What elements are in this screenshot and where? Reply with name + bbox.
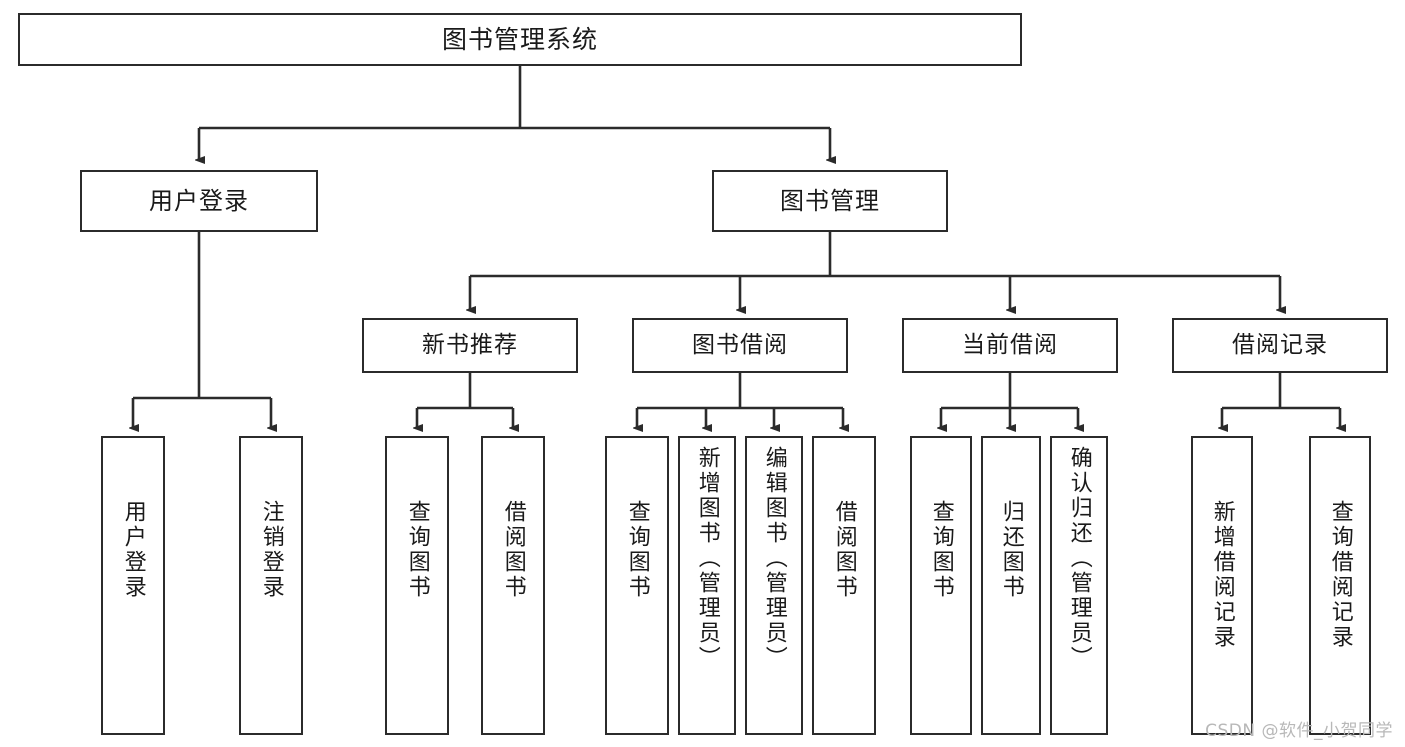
node-label: 归还图书 [998, 500, 1024, 600]
leaf-borrow-borrow-book[interactable]: 借阅图书 [812, 436, 876, 735]
node-label: 新书推荐 [422, 332, 518, 359]
node-label: 借阅记录 [1232, 332, 1328, 359]
node-user-login[interactable]: 用户登录 [80, 170, 318, 232]
node-label: 借阅图书 [500, 500, 526, 600]
node-new-book-recommend[interactable]: 新书推荐 [362, 318, 578, 373]
leaf-recommend-query-book[interactable]: 查询图书 [385, 436, 449, 735]
node-current-borrow[interactable]: 当前借阅 [902, 318, 1118, 373]
leaf-current-return-book[interactable]: 归还图书 [981, 436, 1041, 735]
leaf-user-login[interactable]: 用户登录 [101, 436, 165, 735]
node-label: 查询图书 [404, 500, 430, 600]
node-label: 用户登录 [120, 500, 146, 600]
leaf-borrow-add-book[interactable]: 新增图书（管理员） [678, 436, 736, 735]
leaf-borrow-query-book[interactable]: 查询图书 [605, 436, 669, 735]
node-root-system[interactable]: 图书管理系统 [18, 13, 1022, 66]
node-book-management[interactable]: 图书管理 [712, 170, 948, 232]
node-label: 新增图书（管理员） [694, 446, 720, 671]
node-label: 查询图书 [928, 500, 954, 600]
node-label: 查询图书 [624, 500, 650, 600]
node-label: 注销登录 [258, 500, 284, 600]
leaf-borrow-edit-book[interactable]: 编辑图书（管理员） [745, 436, 803, 735]
node-label: 图书管理 [780, 187, 880, 215]
node-label: 图书管理系统 [441, 24, 598, 54]
leaf-current-confirm-return[interactable]: 确认归还（管理员） [1050, 436, 1108, 735]
node-label: 新增借阅记录 [1209, 500, 1235, 650]
node-borrow-record[interactable]: 借阅记录 [1172, 318, 1388, 373]
watermark-text: CSDN @软件_小贺同学 [1205, 721, 1393, 741]
node-label: 借阅图书 [831, 500, 857, 600]
leaf-recommend-borrow-book[interactable]: 借阅图书 [481, 436, 545, 735]
leaf-current-query-book[interactable]: 查询图书 [910, 436, 972, 735]
node-label: 当前借阅 [962, 332, 1058, 359]
leaf-record-query[interactable]: 查询借阅记录 [1309, 436, 1371, 735]
node-label: 编辑图书（管理员） [761, 446, 787, 671]
node-label: 图书借阅 [692, 332, 788, 359]
leaf-record-add[interactable]: 新增借阅记录 [1191, 436, 1253, 735]
node-book-borrow[interactable]: 图书借阅 [632, 318, 848, 373]
node-label: 用户登录 [149, 187, 249, 215]
node-label: 确认归还（管理员） [1066, 446, 1092, 671]
node-label: 查询借阅记录 [1327, 500, 1353, 650]
leaf-user-logout[interactable]: 注销登录 [239, 436, 303, 735]
